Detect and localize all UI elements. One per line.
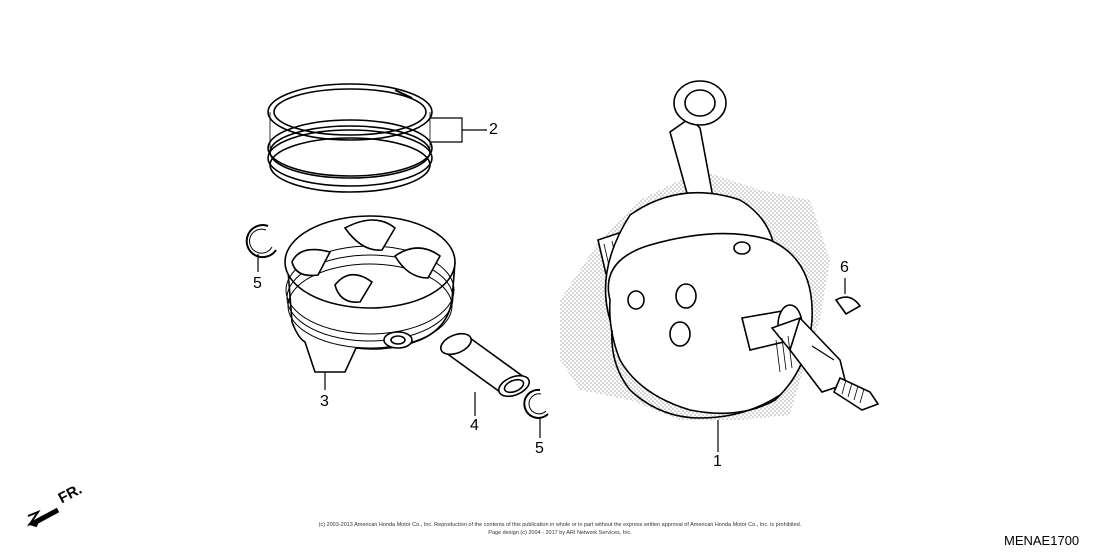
callout-crankshaft[interactable]: 1	[713, 453, 722, 470]
callout-clip-right[interactable]: 5	[535, 440, 544, 457]
callout-piston-pin[interactable]: 4	[470, 417, 479, 434]
woodruff-key[interactable]	[834, 296, 862, 316]
copyright-line-1: (c) 2003-2013 American Honda Motor Co., …	[318, 522, 802, 528]
piston-pin-clip-right[interactable]	[523, 388, 549, 419]
copyright-line-2: Page design (c) 2004 - 2017 by ARI Netwo…	[488, 530, 632, 536]
piston[interactable]	[284, 215, 456, 373]
callout-piston[interactable]: 3	[320, 393, 329, 410]
callout-clip-left[interactable]: 5	[253, 275, 262, 292]
forward-arrow-icon	[27, 507, 60, 528]
crankshaft-assembly[interactable]	[597, 80, 880, 419]
leader-line-2	[430, 117, 487, 143]
callout-piston-ring-set[interactable]: 2	[489, 121, 498, 138]
piston-pin[interactable]	[438, 330, 532, 401]
piston-pin-clip-left[interactable]	[245, 224, 277, 259]
diagram-code: MENAE1700	[1004, 533, 1080, 548]
piston-ring-set[interactable]	[267, 83, 433, 193]
callout-woodruff-key[interactable]: 6	[840, 259, 849, 276]
